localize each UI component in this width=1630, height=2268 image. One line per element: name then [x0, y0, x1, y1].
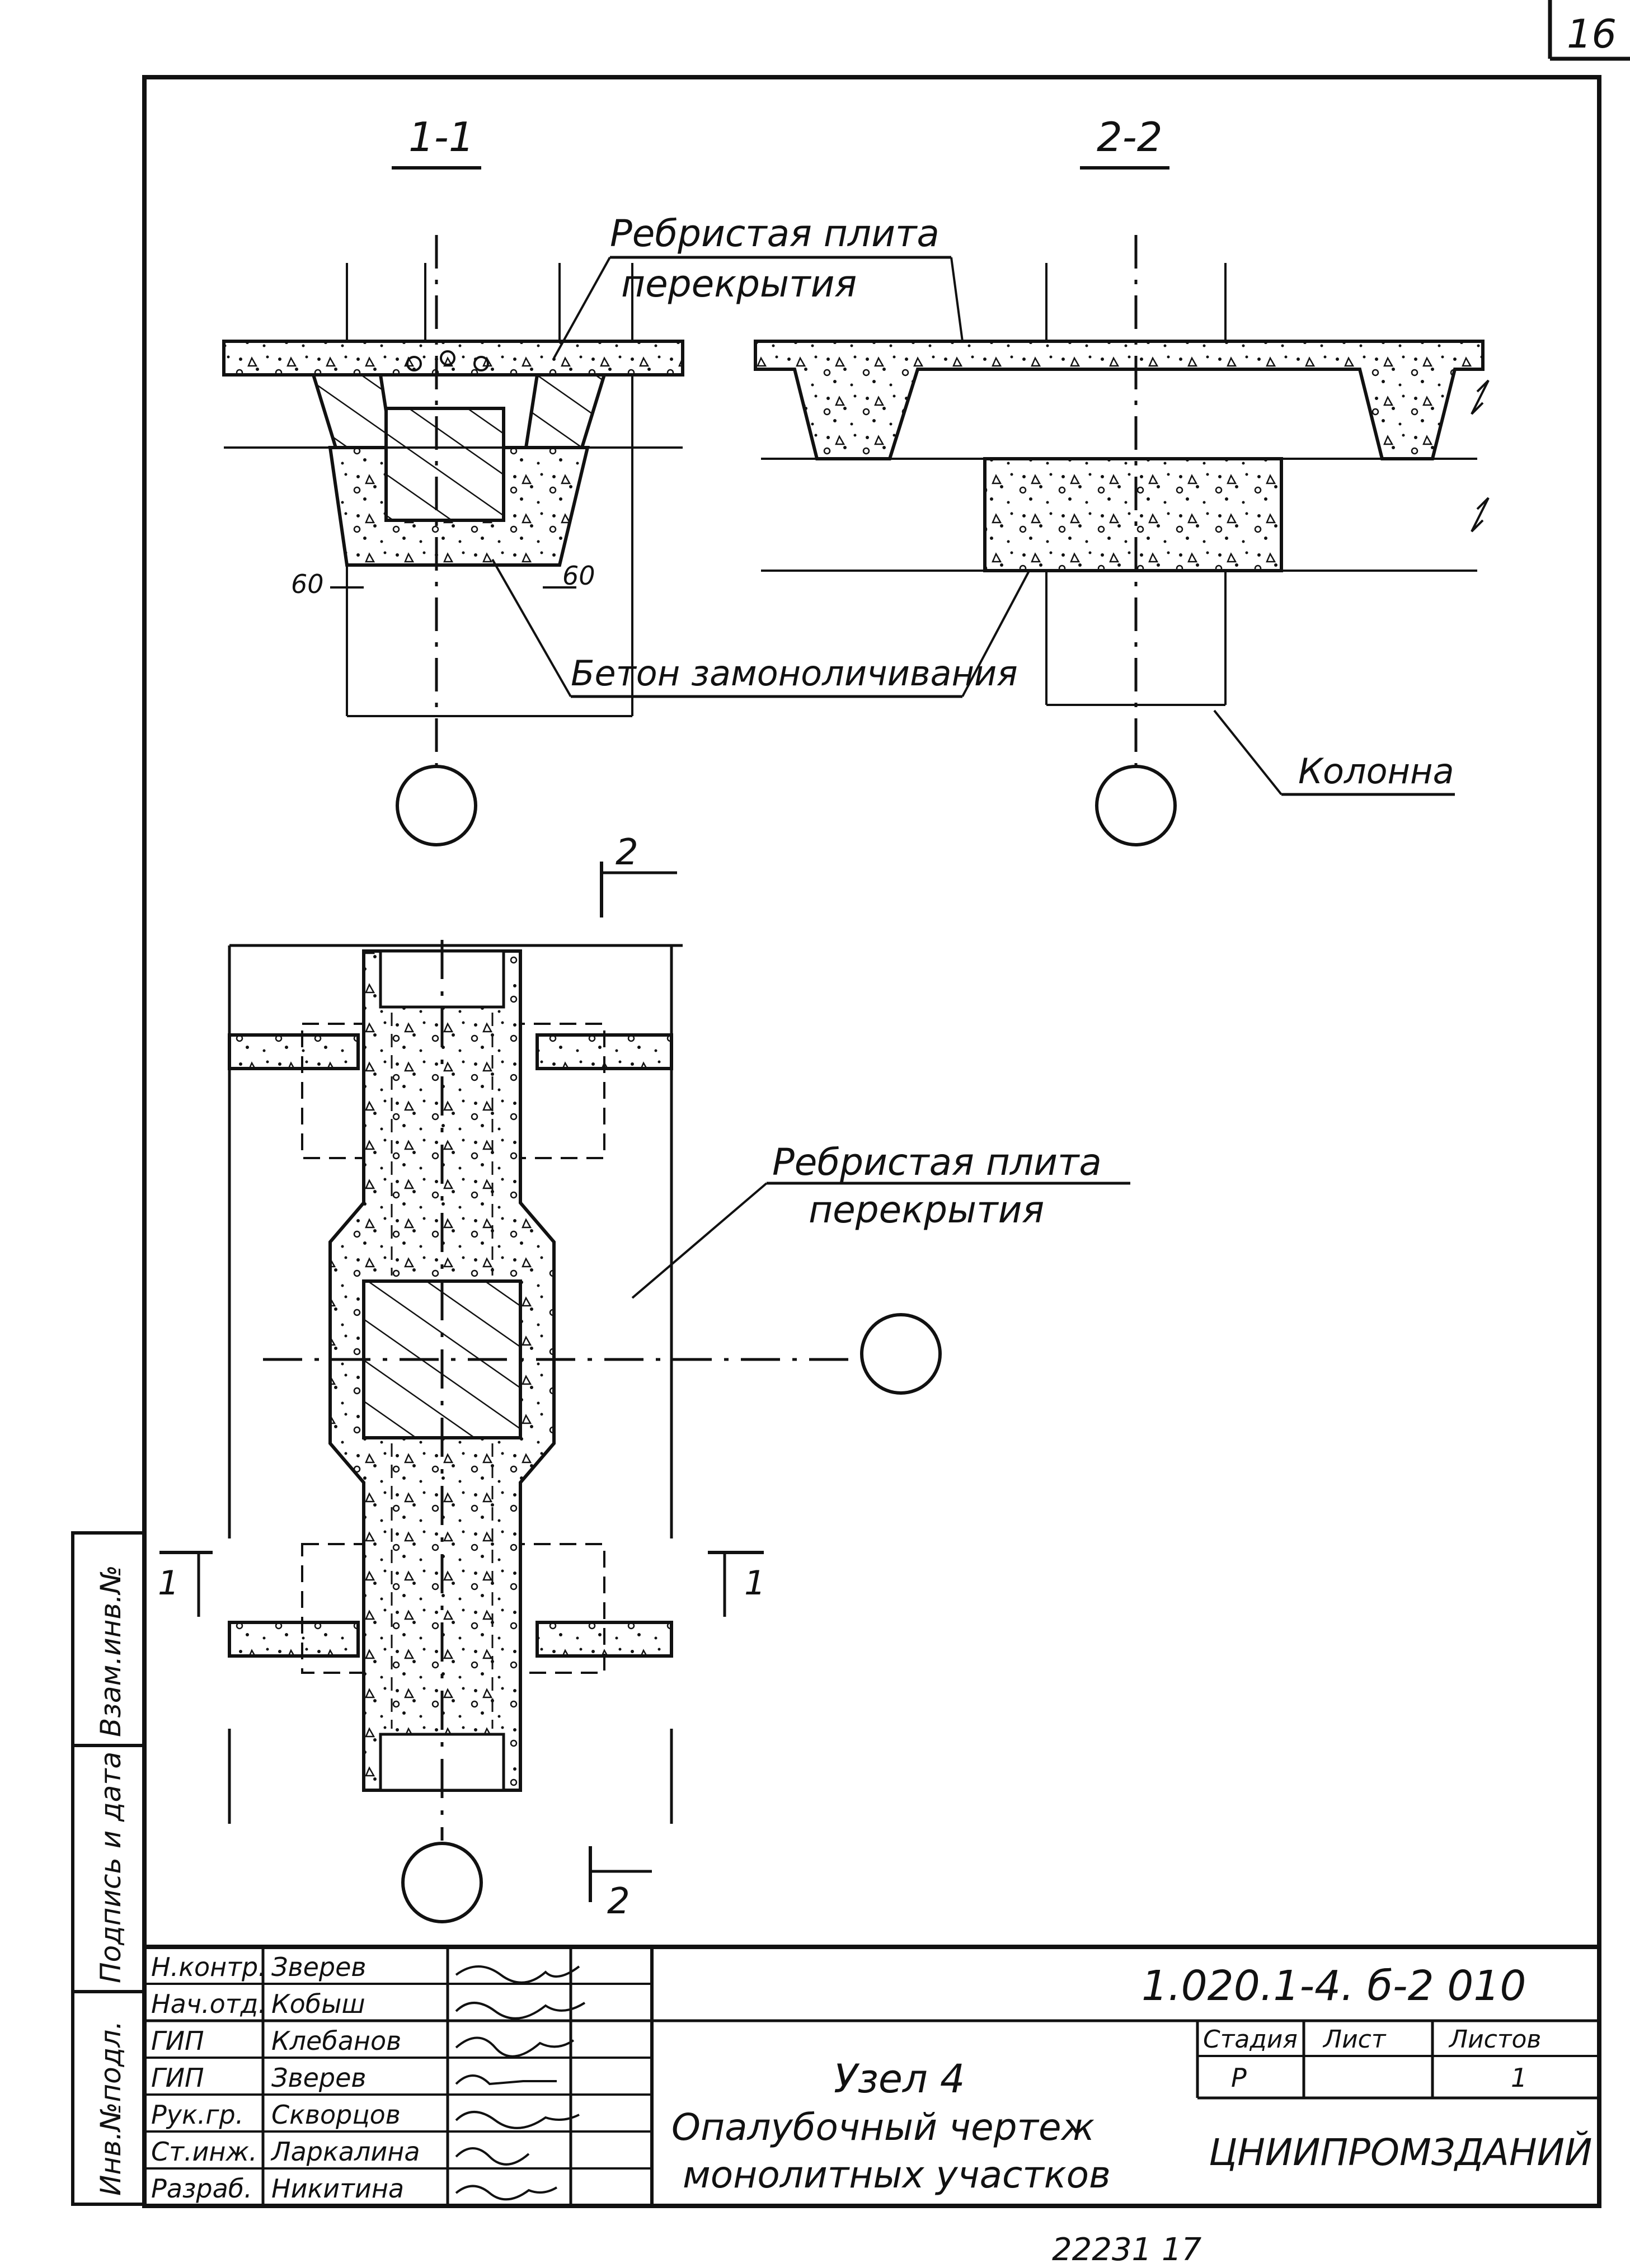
cut-2-top-label: 2: [616, 832, 638, 873]
cut-2-bottom-label: 2: [607, 1881, 630, 1922]
slab-label-line1: Ребристая плита: [610, 212, 940, 255]
staff-name: Зверев: [271, 1952, 367, 1982]
dim-right: 60: [562, 561, 595, 591]
staff-role: Ст.инж.: [151, 2137, 257, 2167]
staff-name: Зверев: [271, 2063, 367, 2093]
title-line2: Опалубочный чертеж: [671, 2106, 1095, 2149]
section-2-2: 2-2: [754, 114, 1490, 846]
staff-row-5: Ст.инж. Ларкалина: [151, 2137, 530, 2167]
dim-left: 60: [291, 569, 324, 599]
staff-role: Н.контр.: [151, 1952, 266, 1982]
sheet-header: Лист: [1322, 2025, 1387, 2054]
footer-number: 22231 17: [1052, 2232, 1202, 2268]
staff-name: Клебанов: [271, 2026, 401, 2056]
staff-role: Нач.отд.: [151, 1989, 266, 2019]
drawing-frame: [142, 75, 1601, 2208]
section-1-1: 1-1 60 60: [222, 114, 684, 846]
side-stamp-cell-3: Инв.№подл.: [95, 2021, 127, 2196]
staff-row-1: Нач.отд. Кобыш: [151, 1989, 586, 2020]
staff-row-2: ГИП Клебанов: [151, 2026, 575, 2058]
staff-row-3: ГИП Зверев: [151, 2063, 557, 2093]
designation: 1.020.1-4. б-2 010: [1142, 1962, 1526, 2010]
staff-name: Никитина: [271, 2173, 404, 2204]
plan-slab-label-line2: перекрытия: [809, 1188, 1044, 1231]
axis-bubble-1: [396, 765, 477, 846]
side-stamp: Взам.инв.№ Подпись и дата Инв.№подл.: [71, 1531, 146, 2206]
monolith-callout: Бетон замоноличивания: [491, 559, 1036, 698]
staff-role: Разраб.: [151, 2173, 252, 2204]
staff-role: ГИП: [151, 2063, 204, 2093]
title-line3: монолитных участков: [683, 2153, 1111, 2196]
plan-slab-label-line1: Ребристая плита: [772, 1141, 1102, 1184]
slab-label-line2: перекрытия: [621, 262, 857, 305]
stage-header: Стадия: [1203, 2025, 1298, 2054]
sheet-number: 16: [1567, 11, 1617, 57]
cut-1-left-label: 1: [158, 1564, 179, 1603]
side-stamp-cell-2: Подпись и дата: [95, 1752, 127, 1983]
staff-role: ГИП: [151, 2026, 204, 2056]
staff-row-0: Н.контр. Зверев: [151, 1952, 580, 1984]
stage-value: Р: [1231, 2063, 1247, 2093]
slab-callout-top: Ребристая плита перекрытия: [553, 212, 964, 359]
side-stamp-cell-1: Взам.инв.№: [95, 1565, 127, 1737]
monolith-label: Бетон замоноличивания: [571, 653, 1018, 694]
column-label: Колонна: [1298, 751, 1454, 792]
staff-row-6: Разраб. Никитина: [151, 2173, 558, 2204]
staff-role: Рук.гр.: [151, 2100, 243, 2130]
sheets-header: Листов: [1448, 2025, 1541, 2054]
axis-bubble-2: [1095, 765, 1177, 846]
staff-name: Ларкалина: [270, 2137, 420, 2167]
plan-view: 2 1: [158, 832, 1130, 1923]
section-2-2-label: 2-2: [1097, 114, 1163, 161]
section-1-1-label: 1-1: [408, 114, 475, 161]
column-callout: Колонна: [1213, 709, 1455, 796]
title-line1: Узел 4: [834, 2056, 965, 2102]
axis-bubble-plan-bottom: [401, 1842, 483, 1923]
staff-row-4: Рук.гр. Скворцов: [151, 2100, 580, 2130]
title-block: Н.контр. Зверев Нач.отд. Кобыш ГИП Клеба…: [144, 1945, 1599, 2206]
sheets-value: 1: [1511, 2063, 1527, 2093]
staff-name: Кобыш: [271, 1989, 365, 2019]
organization: ЦНИИПРОМЗДАНИЙ: [1209, 2130, 1592, 2174]
sheet-number-box: 16: [1548, 0, 1630, 61]
axis-bubble-plan-right: [860, 1313, 942, 1395]
cut-1-right-label: 1: [744, 1564, 765, 1603]
staff-name: Скворцов: [271, 2100, 401, 2130]
